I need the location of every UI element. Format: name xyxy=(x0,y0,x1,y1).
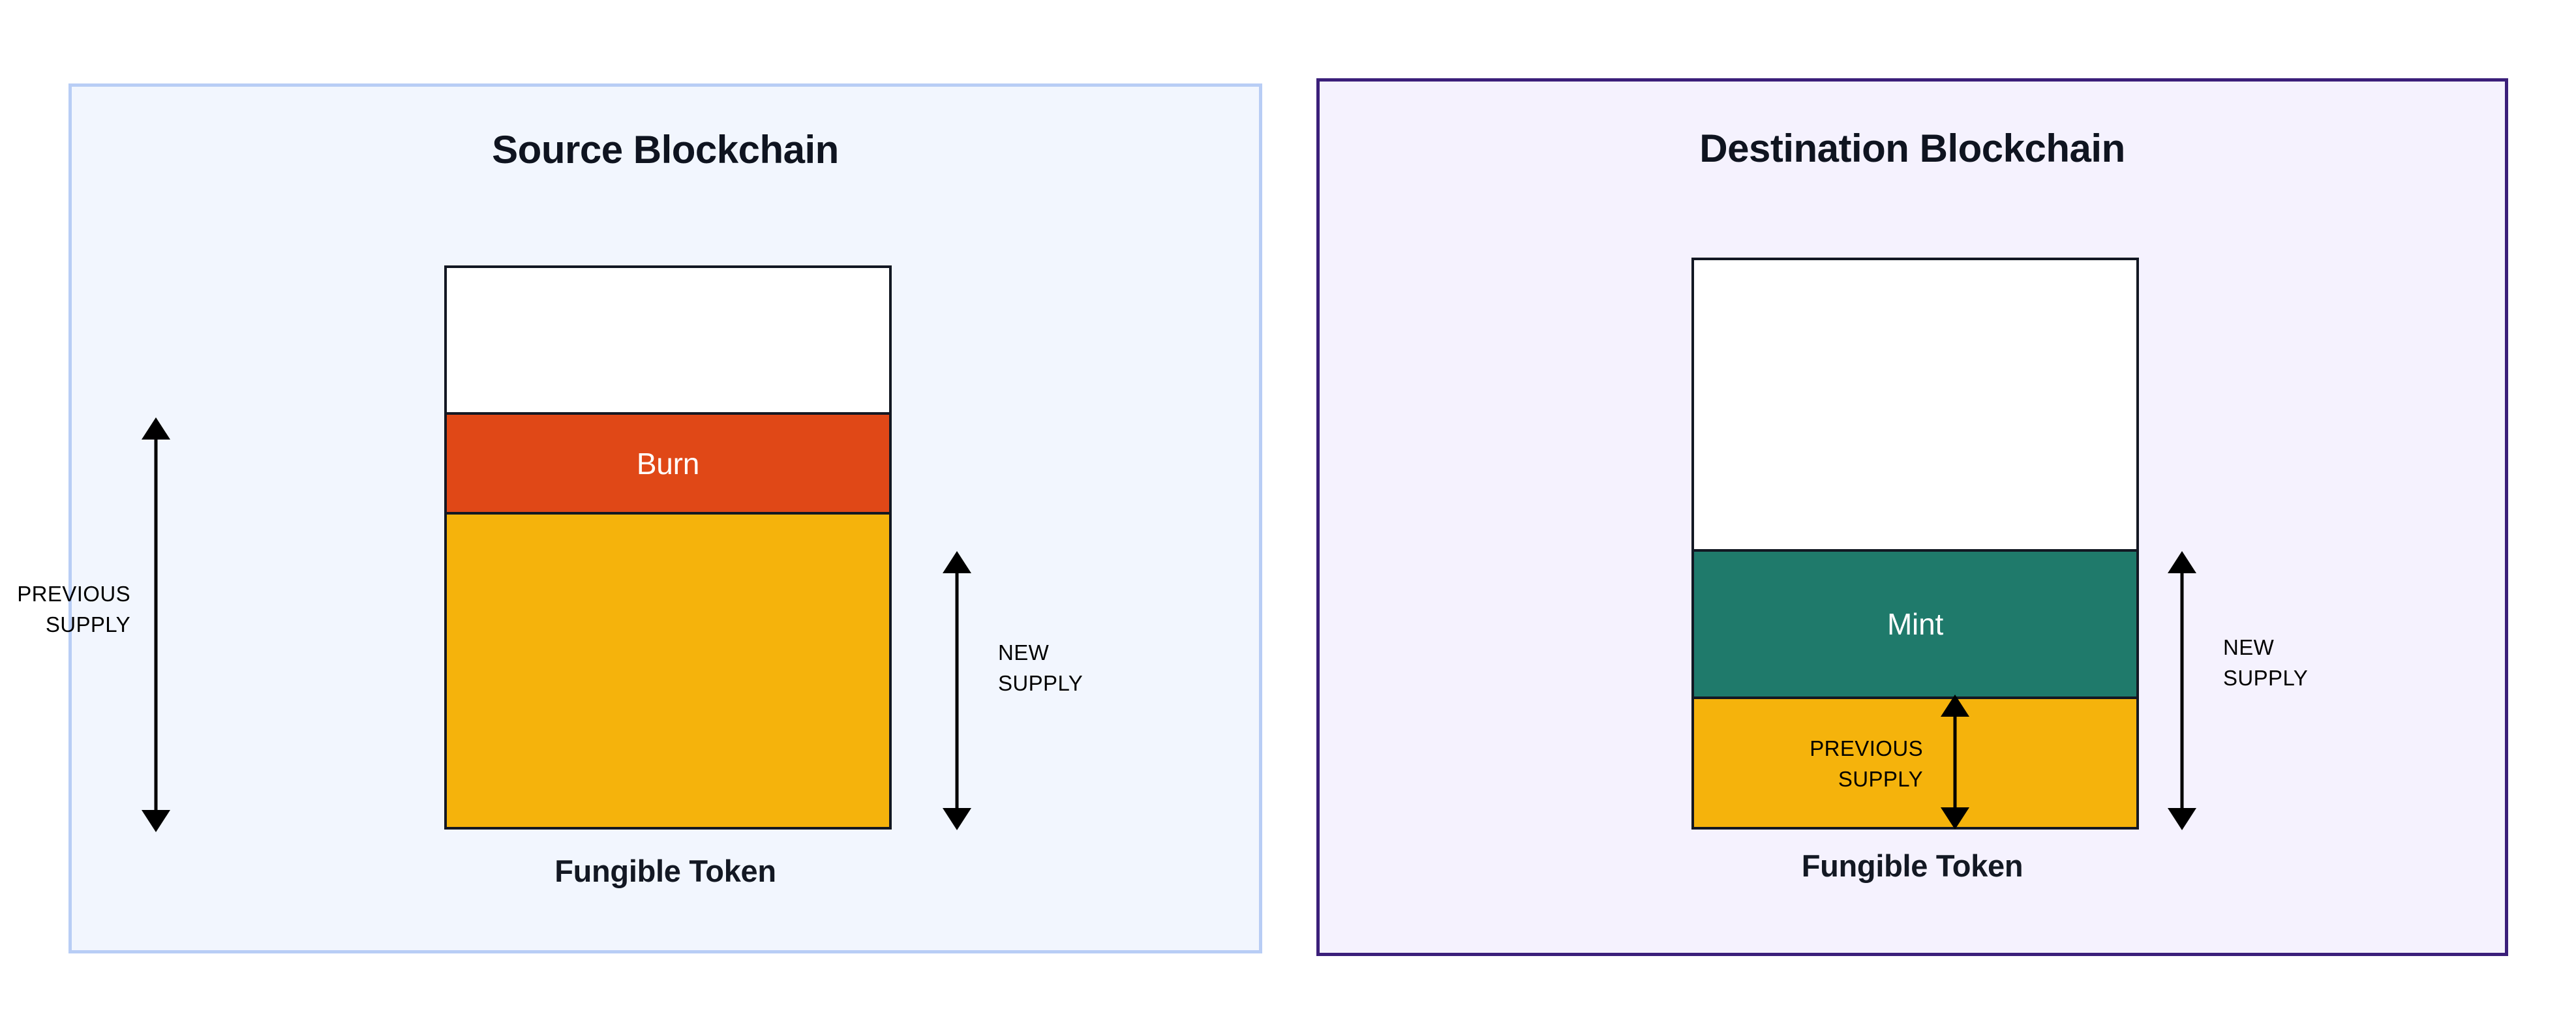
arrow-head-up-icon xyxy=(1941,695,1969,717)
arrow-shaft xyxy=(955,571,959,811)
source-new-supply-label-line1: NEW xyxy=(998,640,1050,665)
arrow-head-up-icon xyxy=(2168,551,2196,573)
destination-previous-supply-arrow xyxy=(1941,695,1969,830)
destination-segment-mint: Mint xyxy=(1694,552,2136,696)
arrow-shaft xyxy=(1953,714,1957,810)
destination-new-supply-arrow xyxy=(2168,551,2196,830)
arrow-head-down-icon xyxy=(1941,807,1969,830)
destination-token-bar: Mint xyxy=(1691,258,2139,830)
arrow-head-down-icon xyxy=(142,810,170,832)
source-previous-supply-arrow xyxy=(142,417,170,832)
arrow-shaft xyxy=(2180,571,2184,811)
arrow-shaft xyxy=(154,437,158,813)
source-previous-supply-label-line2: SUPPLY xyxy=(45,612,130,636)
destination-new-supply-label-line1: NEW xyxy=(2223,635,2275,659)
destination-panel-title: Destination Blockchain xyxy=(1699,127,2125,170)
source-segment-headroom xyxy=(447,268,889,412)
source-segment-remaining-supply xyxy=(447,515,889,827)
source-previous-supply-label-line1: PREVIOUS xyxy=(17,582,130,606)
destination-previous-supply-label: PREVIOUS SUPPLY xyxy=(1776,734,1923,795)
arrow-head-up-icon xyxy=(142,417,170,440)
source-previous-supply-label: PREVIOUS SUPPLY xyxy=(0,579,130,640)
destination-segment-existing-supply xyxy=(1694,699,2136,827)
destination-previous-supply-label-line1: PREVIOUS xyxy=(1810,736,1923,760)
source-new-supply-label-line2: SUPPLY xyxy=(998,670,1083,695)
source-segment-burn: Burn xyxy=(447,415,889,512)
destination-segment-headroom xyxy=(1694,260,2136,549)
source-panel-footer: Fungible Token xyxy=(554,854,776,888)
source-new-supply-arrow xyxy=(943,551,971,830)
source-panel-title: Source Blockchain xyxy=(492,128,839,172)
source-divider-headroom-burn xyxy=(447,412,889,415)
arrow-head-up-icon xyxy=(943,551,971,573)
destination-divider-mint-supply xyxy=(1694,696,2136,699)
destination-blockchain-panel: Destination Blockchain Mint PREVIOUS SUP… xyxy=(1316,78,2508,956)
destination-divider-headroom-mint xyxy=(1694,549,2136,552)
destination-new-supply-label-line2: SUPPLY xyxy=(2223,665,2309,690)
source-token-bar: Burn xyxy=(444,265,892,830)
arrow-head-down-icon xyxy=(2168,808,2196,830)
destination-mint-label: Mint xyxy=(1887,607,1944,641)
source-new-supply-label: NEW SUPPLY xyxy=(998,638,1155,699)
destination-panel-footer: Fungible Token xyxy=(1801,848,2023,883)
source-divider-burn-supply xyxy=(447,512,889,515)
source-blockchain-panel: Source Blockchain Burn PREVIOUS SUPPLY xyxy=(17,83,1262,953)
arrow-head-down-icon xyxy=(943,808,971,830)
source-burn-label: Burn xyxy=(636,446,700,481)
destination-previous-supply-label-line2: SUPPLY xyxy=(1838,766,1923,791)
destination-new-supply-label: NEW SUPPLY xyxy=(2223,633,2380,694)
